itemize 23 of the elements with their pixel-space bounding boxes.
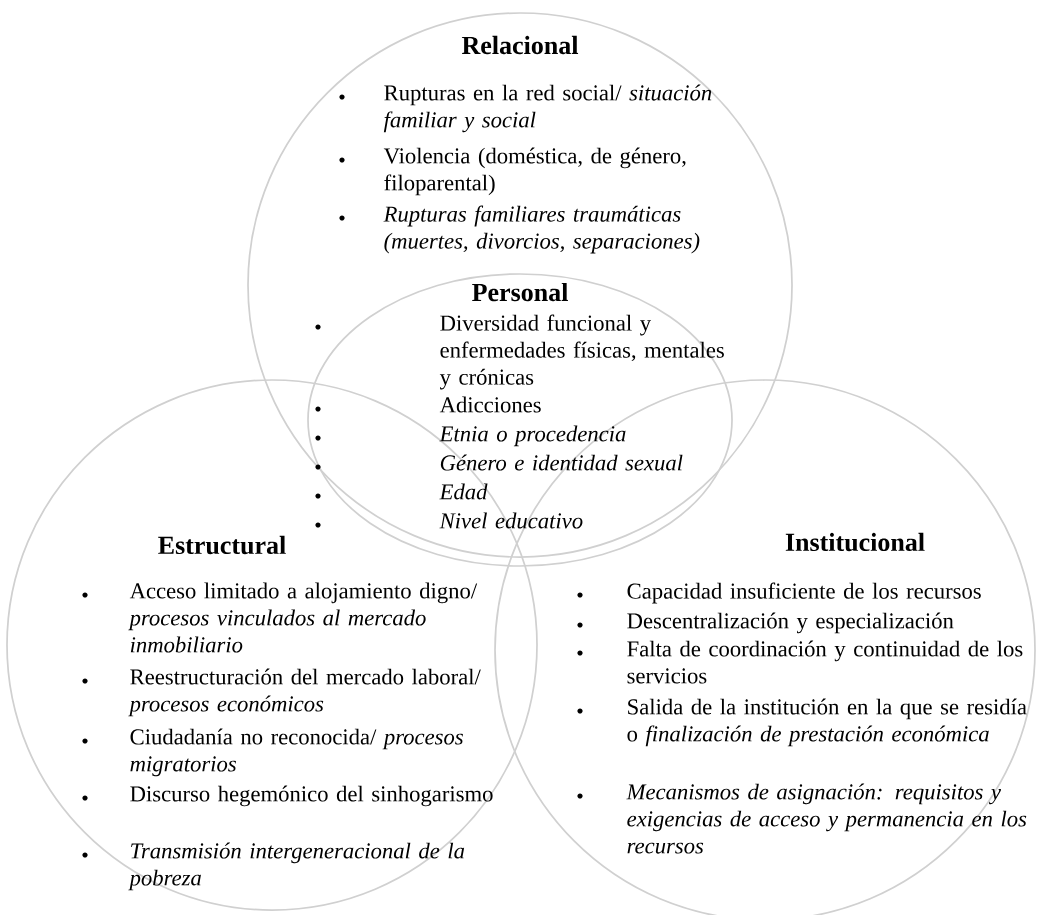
list-item: Mecanismos de asignación: requisitos y exigencias de acceso y permanencia en los recursos [577, 783, 1027, 854]
list-item: Transmisión intergeneracional de la pobreza [82, 842, 465, 891]
list-item: Etnia o procedencia [315, 425, 626, 447]
list-item: Rupturas en la red social/ situación familiar y social [339, 84, 712, 133]
list-item: Salida de la institución en la que se residía o finalización de prestación económica [577, 698, 1027, 747]
list-item: Adicciones [315, 396, 541, 413]
list-item: Acceso limitado a alojamiento digno/ procesos vinculados al mercado inmobiliario [82, 582, 478, 653]
list-item: Capacidad insuficiente de los recursos [577, 582, 981, 604]
list-item: Género e identidad sexual [315, 454, 683, 471]
list-item: Rupturas familiares traumáticas (muertes, divorcios, separaciones) [339, 205, 700, 254]
list-item: Falta de coordinación y continuidad de los servicios [577, 640, 1023, 684]
heading: Estructural [156, 534, 288, 556]
list-item: Edad [315, 483, 488, 500]
list-item: Discurso hegemónico del sinhogarismo [82, 785, 493, 807]
list-item: Nivel educativo [315, 512, 583, 529]
heading: Personal [470, 281, 570, 303]
list-item: Ciudadanía no reconocida/ procesos migratorios [82, 728, 463, 777]
heading: Relacional [460, 34, 580, 56]
heading: Institucional [783, 531, 927, 553]
list-item: Violencia (doméstica, de género, filoparental) [339, 147, 686, 196]
list-item: Diversidad funcional y enfermedades físicas, mentales y crónicas [315, 314, 724, 390]
list-item: Descentralización y especialización [577, 612, 954, 634]
list-item: Reestructuración del mercado laboral/ procesos económicos [82, 668, 481, 717]
